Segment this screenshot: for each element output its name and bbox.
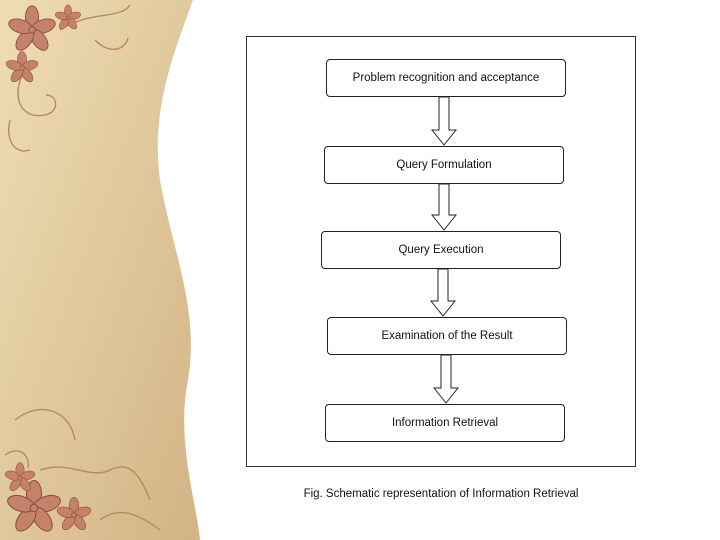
- step-box-query-execution: Query Execution: [321, 231, 561, 269]
- parchment-background: [0, 0, 200, 540]
- down-arrow-icon: [431, 97, 457, 146]
- figure-caption: Fig. Schematic representation of Informa…: [303, 488, 579, 500]
- flower-icon: [4, 462, 36, 492]
- down-arrow-icon: [433, 355, 459, 404]
- decorative-side-panel: [0, 0, 200, 540]
- step-box-examination-of-result: Examination of the Result: [327, 317, 567, 355]
- step-label: Information Retrieval: [391, 417, 499, 429]
- step-box-query-formulation: Query Formulation: [324, 146, 564, 184]
- swirl-icon: [4, 409, 161, 531]
- diagram-frame: Problem recognition and acceptance Query…: [246, 36, 636, 467]
- step-label: Problem recognition and acceptance: [352, 72, 540, 84]
- flower-icon: [8, 5, 56, 51]
- down-arrow-icon: [431, 184, 457, 231]
- flower-icon: [56, 497, 92, 531]
- down-arrow-icon: [430, 269, 456, 317]
- flower-icon: [55, 4, 81, 30]
- step-label: Query Execution: [398, 244, 484, 256]
- step-box-information-retrieval: Information Retrieval: [325, 404, 565, 442]
- step-box-problem-recognition: Problem recognition and acceptance: [326, 59, 566, 97]
- step-label: Query Formulation: [396, 159, 492, 171]
- step-label: Examination of the Result: [381, 330, 513, 342]
- flower-icon: [5, 51, 39, 83]
